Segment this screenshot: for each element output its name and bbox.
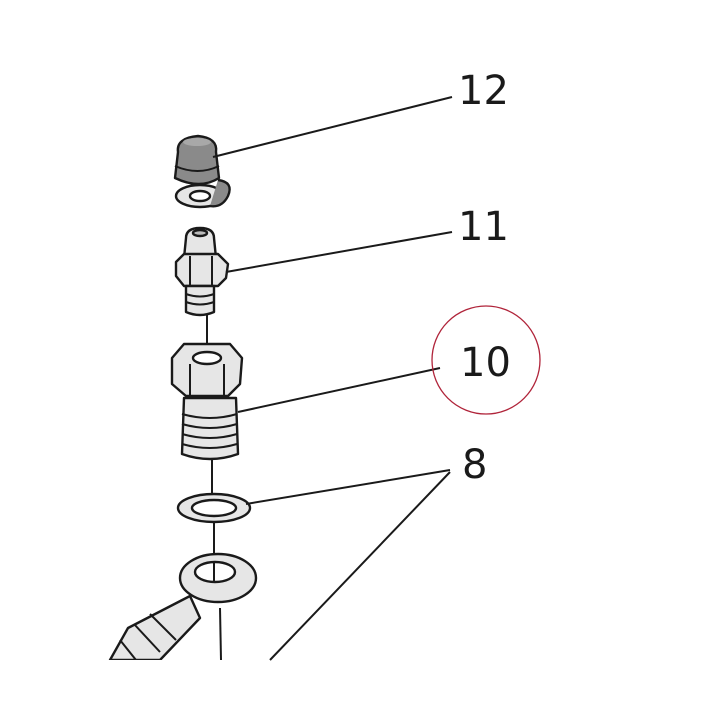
leader-line-8b bbox=[269, 471, 451, 661]
leader-line-10 bbox=[237, 367, 441, 413]
sealing-washer-part-8 bbox=[176, 492, 252, 524]
dust-cap-part-12 bbox=[173, 134, 231, 209]
banjo-bolt-part-10 bbox=[170, 342, 244, 461]
callout-11: 11 bbox=[458, 204, 509, 250]
bleed-nipple-part-11 bbox=[174, 226, 230, 317]
banjo-fitting-with-hose bbox=[108, 552, 258, 662]
crop-mask bbox=[0, 660, 720, 720]
callout-8: 8 bbox=[462, 442, 487, 488]
highlight-circle bbox=[431, 305, 541, 415]
leader-line-8a bbox=[245, 469, 451, 505]
leader-lines bbox=[212, 96, 453, 661]
leader-line-11 bbox=[225, 231, 453, 273]
callout-10: 10 bbox=[460, 340, 511, 386]
callout-12: 12 bbox=[458, 68, 509, 114]
leader-line-12 bbox=[212, 96, 453, 158]
